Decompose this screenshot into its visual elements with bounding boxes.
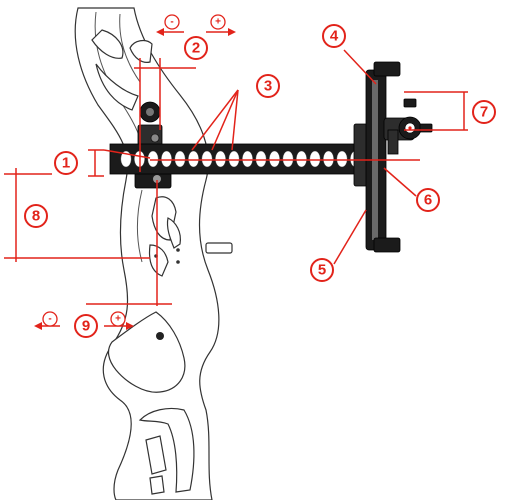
adjust-sign-label: - (170, 17, 173, 28)
callout-label: 1 (62, 155, 70, 172)
callout-label: 8 (32, 208, 40, 225)
adjust-sign-label: + (115, 314, 121, 325)
callout-7: 7 (472, 100, 496, 124)
callout-label: 9 (82, 318, 90, 335)
callout-label: 2 (192, 40, 200, 57)
bar-hole (309, 150, 321, 168)
bar-hole (201, 150, 213, 168)
bar-hole (174, 150, 186, 168)
callout-3: 3 (256, 74, 280, 98)
callout-label: 6 (424, 192, 432, 209)
adjust-sign-bottom-plus: + (110, 311, 126, 327)
bar-hole (242, 150, 253, 168)
bar-hole (147, 150, 159, 168)
adjust-sign-label: - (48, 314, 51, 325)
bar-hole (215, 150, 226, 168)
bow-riser (74, 7, 233, 500)
bar-hole (296, 150, 307, 168)
bar-hole (336, 150, 348, 168)
sight-head (353, 61, 433, 253)
bar-hole (269, 150, 280, 168)
adjust-sign-top-minus: - (164, 14, 180, 30)
bar-hole (161, 150, 172, 168)
dimension-lines (4, 49, 468, 306)
adjust-sign-top-plus: + (210, 14, 226, 30)
adjust-sign-bottom-minus: - (42, 311, 58, 327)
callout-6: 6 (416, 188, 440, 212)
callout-label: 4 (330, 28, 339, 45)
callout-label: 5 (318, 262, 326, 279)
callout-1: 1 (54, 151, 78, 175)
callout-4: 4 (322, 24, 346, 48)
callout-9: 9 (74, 314, 98, 338)
callout-8: 8 (24, 204, 48, 228)
callout-2: 2 (184, 36, 208, 60)
adjust-sign-label: + (215, 17, 221, 28)
callout-label: 7 (480, 104, 488, 121)
callout-label: 3 (264, 78, 272, 95)
extension-bar (109, 143, 367, 175)
bar-hole (323, 150, 334, 168)
bar-hole (255, 150, 267, 168)
bar-hole (228, 150, 240, 168)
bar-hole (282, 150, 294, 168)
callout-5: 5 (310, 258, 334, 282)
bar-hole (188, 150, 199, 168)
